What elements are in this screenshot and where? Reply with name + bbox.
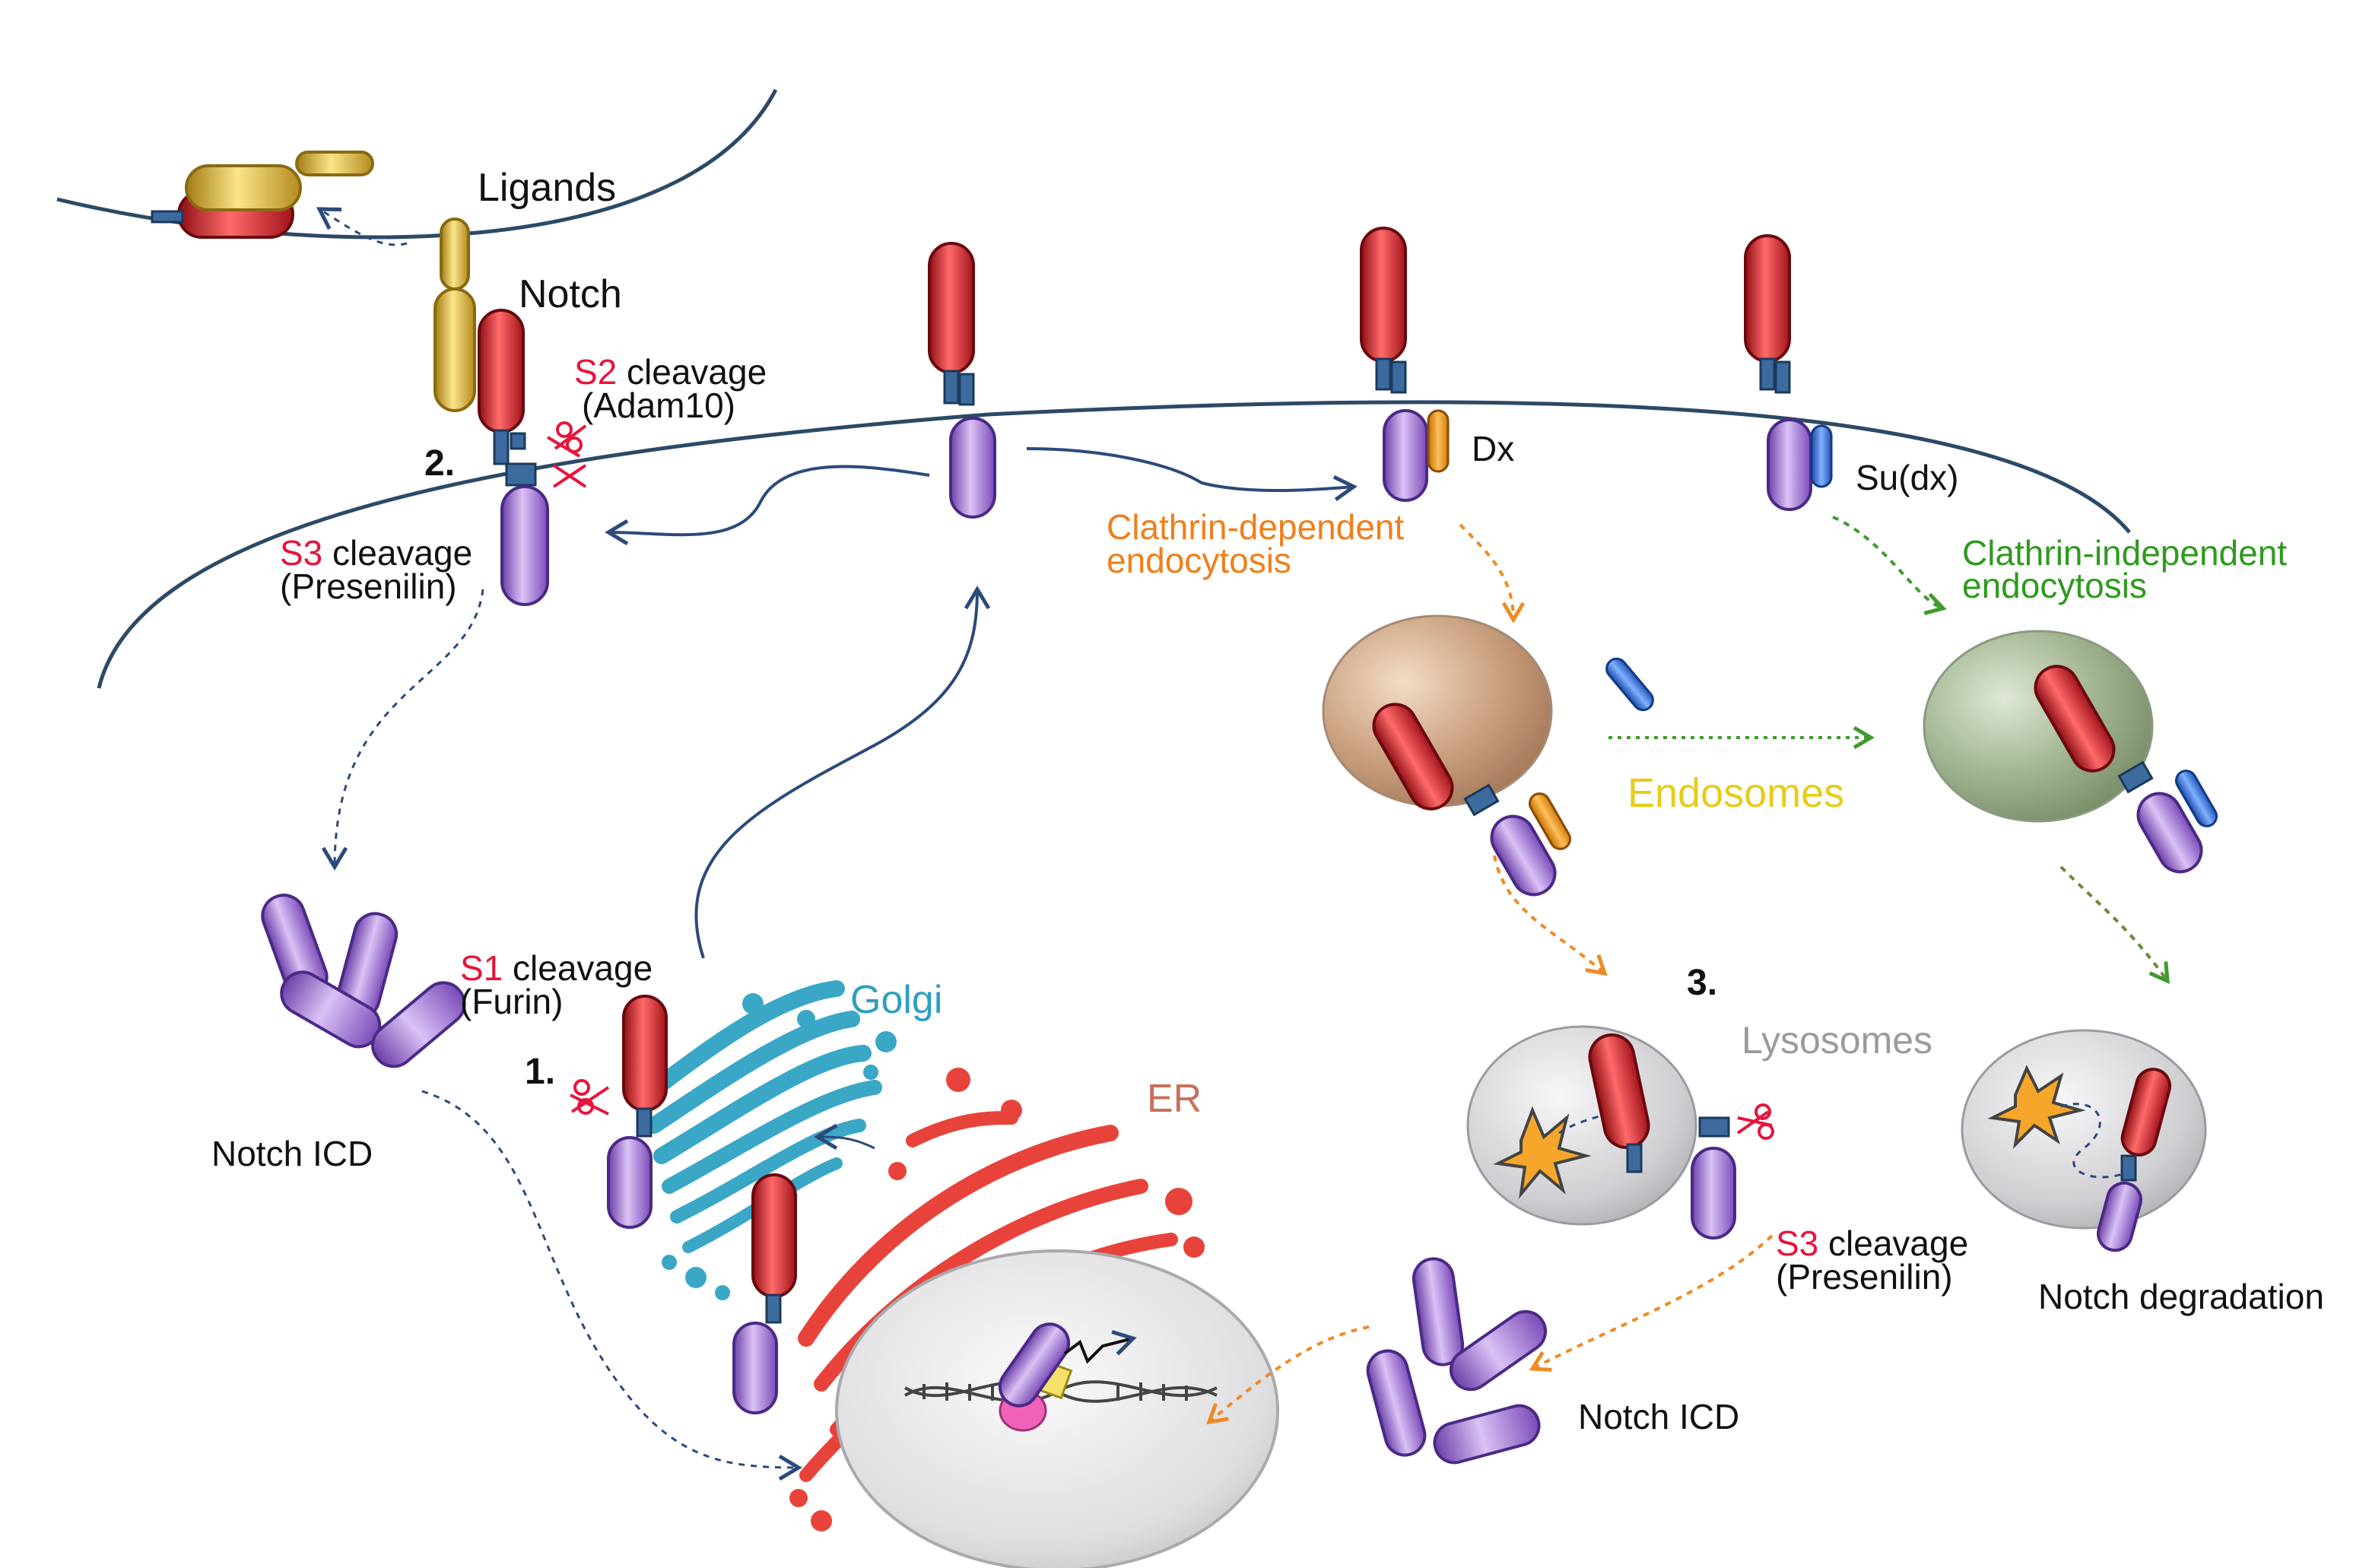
sudx-label: Su(dx) [1856,458,1959,497]
endosomes-label: Endosomes [1627,770,1845,816]
lysosome-left-icon [1466,1025,1697,1226]
receiving-cell-membrane [97,400,2131,689]
step-2-label: 2. [424,443,456,484]
arrow-golgi-to-membrane [694,586,991,959]
notch-icd-nuclear-icon [998,1322,1071,1408]
notch-receptor-endosome-sudx-icon [2034,665,2218,874]
arrow-green-endosome-to-lysosome [2059,865,2170,984]
s3-cleavage-lysosome-label: S3 cleavage [1776,1224,1968,1262]
s1-cleavage-label: S1 cleavage [460,949,653,987]
ligand-cell-complex-icon [151,151,374,239]
s2-prefix: S2 [574,352,618,392]
scissors-icon-s1 [570,1079,610,1116]
endosome-green-icon [1923,630,2154,823]
furin-label: (Furin) [460,982,564,1021]
notch-receptor-sudx-icon [1744,234,1833,511]
notch-receptor-lysosome-icon [1588,1033,1650,1173]
clathrin-dependent-label-2: endocytosis [1107,541,1291,580]
s3-rest: cleavage [322,533,473,573]
s2-cleavage-label: S2 cleavage [574,353,767,391]
presenilin-label: (Presenilin) [280,567,457,606]
s1-prefix: S1 [460,948,503,988]
ligand-transfer-arrow [316,207,408,246]
step-1-label: 1. [525,1052,556,1092]
notch-icd-cluster-right [1366,1257,1548,1465]
degradation-burst-icon-right [1987,1065,2086,1149]
lysosome-right-icon [1961,1029,2207,1230]
arrow-er-to-golgi [814,1123,875,1151]
arrow-to-s3-site [605,465,930,546]
sudx-free-icon [1605,657,1654,712]
arrow-clathrin-dependent [1459,523,1526,624]
s2-rest: cleavage [617,352,767,392]
s3-prefix: S3 [280,533,323,573]
notch-icd-cluster-left [261,894,466,1068]
step-3-label: 3. [1687,963,1718,1003]
scissors-icon-s2 [546,421,587,458]
notch-s3-lysosome-icon [1691,1116,1736,1239]
nucleus-icon [835,1249,1279,1568]
lysosomes-label: Lysosomes [1742,1019,1933,1062]
notch-icd-left-label: Notch ICD [211,1134,373,1173]
scissors-icon-s3 [552,464,587,488]
scissors-icon-s3-lysosome [1736,1103,1774,1140]
s3-cleavage-label: S3 cleavage [280,534,472,572]
clathrin-independent-label-2: endocytosis [1962,566,2147,605]
arrow-s3-to-icd [321,589,484,871]
arrow-to-dx-complex [1026,447,1358,502]
notch-receptor-degraded-icon [2097,1068,2172,1252]
notch-icd-right-label: Notch ICD [1578,1397,1740,1436]
notch-receptor-golgi-icon [607,995,668,1229]
transcription-arrow-icon [1063,1330,1137,1364]
arrow-lysosome-to-icd [1529,1234,1774,1372]
ligands-label: Ligands [478,166,617,210]
notch-receptor-membrane-icon [928,242,996,519]
dx-label: Dx [1472,429,1515,468]
s1-rest: cleavage [503,948,653,988]
s3b-prefix: S3 [1776,1224,1819,1263]
adam10-label: (Adam10) [582,386,735,425]
arrow-icd-to-nucleus-left [421,1090,802,1481]
er-label: ER [1147,1077,1202,1121]
notch-receptor-s2-icon [478,309,549,606]
presenilin-lysosome-label: (Presenilin) [1776,1257,1953,1297]
ligand-icon [433,217,476,412]
arrow-clathrin-independent [1832,516,1947,615]
clathrin-independent-label-1: Clathrin-independent [1962,533,2288,573]
notch-receptor-dx-icon [1360,227,1450,502]
golgi-label: Golgi [850,978,943,1022]
clathrin-dependent-label-1: Clathrin-dependent [1107,507,1405,547]
s3b-rest: cleavage [1818,1224,1969,1263]
notch-label: Notch [519,272,622,316]
notch-degradation-label: Notch degradation [2038,1277,2324,1316]
arrow-endosome-to-lysosome [1493,855,1608,976]
notch-receptor-endosome-dx-icon [1372,703,1571,897]
notch-receptor-er-icon [732,1173,797,1414]
degradation-burst-icon-left [1493,1106,1592,1199]
